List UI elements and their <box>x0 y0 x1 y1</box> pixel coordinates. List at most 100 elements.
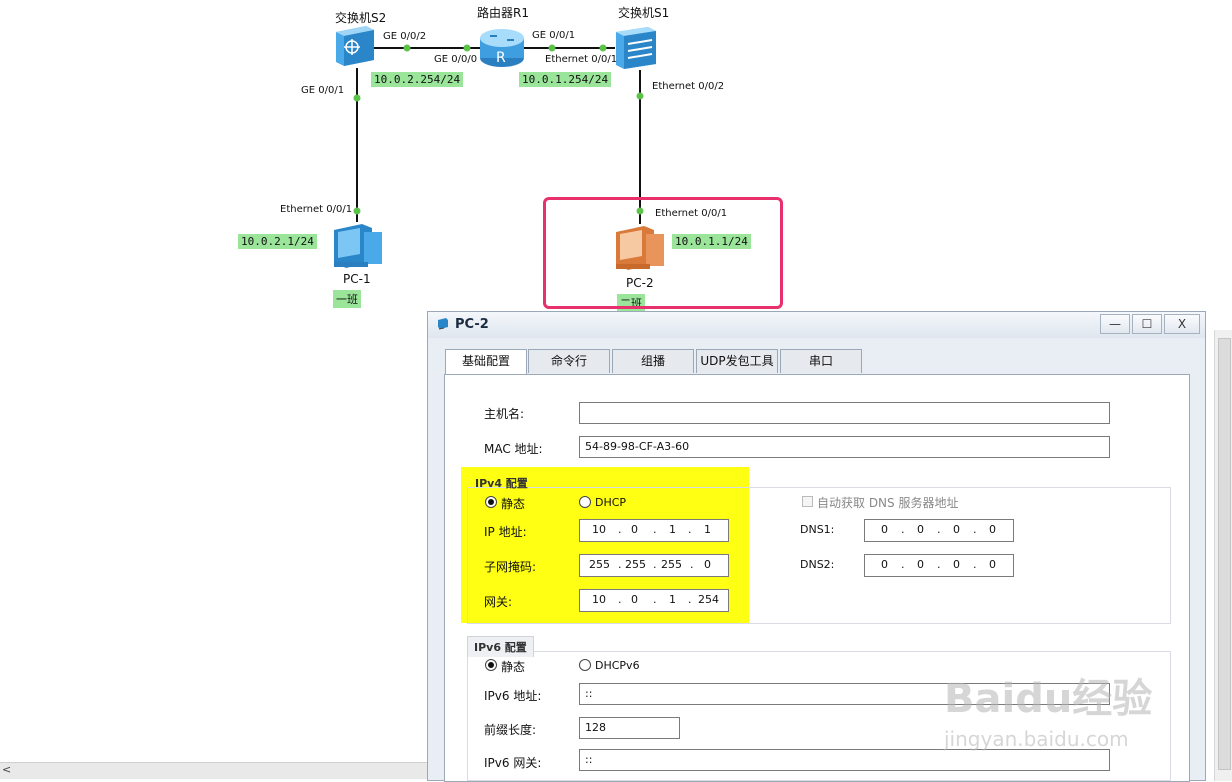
dns1-label: DNS1: <box>800 523 835 536</box>
tab-command-line[interactable]: 命令行 <box>528 349 610 373</box>
ipv4-section <box>467 487 1171 624</box>
port-label: GE 0/0/2 <box>383 31 427 42</box>
port-label: Ethernet 0/0/1 <box>545 54 618 65</box>
pc2-highlight-box <box>543 197 783 309</box>
dialog-titlebar[interactable]: PC-2 — ☐ X <box>428 312 1205 338</box>
ipv4-static-label: 静态 <box>501 497 526 511</box>
dns1-octet: 0 <box>989 523 996 536</box>
switch-s1-label: 交换机S1 <box>618 6 670 20</box>
switch-s2-icon <box>336 26 374 66</box>
port-dot <box>636 207 644 215</box>
port-label: Ethernet 0/0/2 <box>652 81 725 92</box>
scroll-left-icon[interactable]: < <box>2 763 12 776</box>
tab-udp-tool[interactable]: UDP发包工具 <box>696 349 778 373</box>
watermark-logo: Baidu经验 <box>944 676 1153 722</box>
gateway-octet: 1 <box>669 593 676 606</box>
dns2-octet: 0 <box>881 558 888 571</box>
tab-serial[interactable]: 串口 <box>780 349 862 373</box>
ipv6-address-label: IPv6 地址: <box>484 689 542 703</box>
switch-s1-icon <box>616 27 656 69</box>
pc2-icon <box>616 226 664 270</box>
gateway-input[interactable]: 10. 0. 1. 254 <box>579 589 729 612</box>
mac-field: 54-89-98-CF-A3-60 <box>579 436 1110 458</box>
close-button[interactable]: X <box>1164 314 1200 334</box>
gateway-octet: 0 <box>631 593 638 606</box>
ipv6-section-title: IPv6 配置 <box>467 636 534 657</box>
port-label: GE 0/0/1 <box>532 30 576 41</box>
ipv4-dhcp-label: DHCP <box>595 496 627 509</box>
dns2-octet: 0 <box>953 558 960 571</box>
pc1-label: PC-1 <box>343 272 371 286</box>
dns2-input[interactable]: 0. 0. 0. 0 <box>864 554 1014 577</box>
port-dot <box>636 92 644 100</box>
dns2-octet: 0 <box>917 558 924 571</box>
port-dot <box>353 94 361 102</box>
hostname-label: 主机名: <box>484 407 525 421</box>
dns1-octet: 0 <box>917 523 924 536</box>
ipv4-static-radio[interactable] <box>485 496 497 508</box>
ip-octet: 1 <box>704 523 711 536</box>
port-dot <box>599 44 607 52</box>
prefix-length-input[interactable]: 128 <box>579 717 680 739</box>
tab-basic-config[interactable]: 基础配置 <box>445 349 527 375</box>
ipv4-section-title: IPv4 配置 <box>475 477 528 490</box>
horizontal-scrollbar[interactable]: < <box>0 762 430 779</box>
port-label: GE 0/0/0 <box>434 54 478 65</box>
port-dot <box>463 44 471 52</box>
maximize-button[interactable]: ☐ <box>1132 314 1162 334</box>
minimize-button[interactable]: — <box>1100 314 1130 334</box>
mask-octet: 0 <box>704 558 711 571</box>
port-dot <box>403 44 411 52</box>
mask-octet: 255 <box>625 558 646 571</box>
port-label: GE 0/0/1 <box>301 85 345 96</box>
ipv6-static-label: 静态 <box>501 660 526 674</box>
scroll-thumb[interactable] <box>1218 338 1231 770</box>
gateway-label: 网关: <box>484 595 513 609</box>
gateway-octet: 10 <box>592 593 606 606</box>
port-label: Ethernet 0/0/1 <box>280 204 353 215</box>
watermark-url: jingyan.baidu.com <box>944 727 1129 751</box>
svg-text:R: R <box>496 50 506 66</box>
pc1-icon <box>334 224 382 268</box>
ip-tag: 10.0.1.254/24 <box>519 72 612 87</box>
ipv4-dhcp-radio[interactable] <box>579 496 591 508</box>
ip-tag: 10.0.2.254/24 <box>371 72 464 87</box>
port-dot <box>548 44 556 52</box>
mask-octet: 255 <box>661 558 682 571</box>
dialog-title: PC-2 <box>455 317 489 332</box>
prefix-length-label: 前缀长度: <box>484 723 537 737</box>
dns1-octet: 0 <box>953 523 960 536</box>
vertical-scrollbar[interactable] <box>1214 330 1232 781</box>
auto-dns-checkbox[interactable] <box>802 496 813 507</box>
pc2-ip-tag: 10.0.1.1/24 <box>672 234 751 249</box>
ip-octet: 0 <box>631 523 638 536</box>
tab-multicast[interactable]: 组播 <box>612 349 694 373</box>
router-r1-label: 路由器R1 <box>477 6 529 20</box>
dns1-octet: 0 <box>881 523 888 536</box>
dns2-label: DNS2: <box>800 558 835 571</box>
pc1-class-tag: 一班 <box>333 290 361 308</box>
dns2-octet: 0 <box>989 558 996 571</box>
hostname-input[interactable] <box>579 402 1110 424</box>
ip-octet: 1 <box>669 523 676 536</box>
gateway-octet: 254 <box>698 593 719 606</box>
ipv6-gateway-input[interactable]: :: <box>579 749 1110 771</box>
ipv6-static-radio[interactable] <box>485 659 497 671</box>
switch-s2-label: 交换机S2 <box>335 11 387 25</box>
ip-label: IP 地址: <box>484 525 527 539</box>
mac-label: MAC 地址: <box>484 442 543 456</box>
ip-octet: 10 <box>592 523 606 536</box>
mask-octet: 255 <box>589 558 610 571</box>
ip-address-input[interactable]: 10. 0. 1. 1 <box>579 519 729 542</box>
router-r1-icon: R <box>480 29 524 67</box>
mask-label: 子网掩码: <box>484 560 537 574</box>
ipv6-dhcp-radio[interactable] <box>579 659 591 671</box>
dns1-input[interactable]: 0. 0. 0. 0 <box>864 519 1014 542</box>
ipv6-address-input[interactable]: :: <box>579 683 1110 705</box>
subnet-mask-input[interactable]: 255. 255. 255. 0 <box>579 554 729 577</box>
pc-title-icon <box>436 317 450 334</box>
pc2-label: PC-2 <box>626 276 654 290</box>
ipv6-gateway-label: IPv6 网关: <box>484 756 542 770</box>
